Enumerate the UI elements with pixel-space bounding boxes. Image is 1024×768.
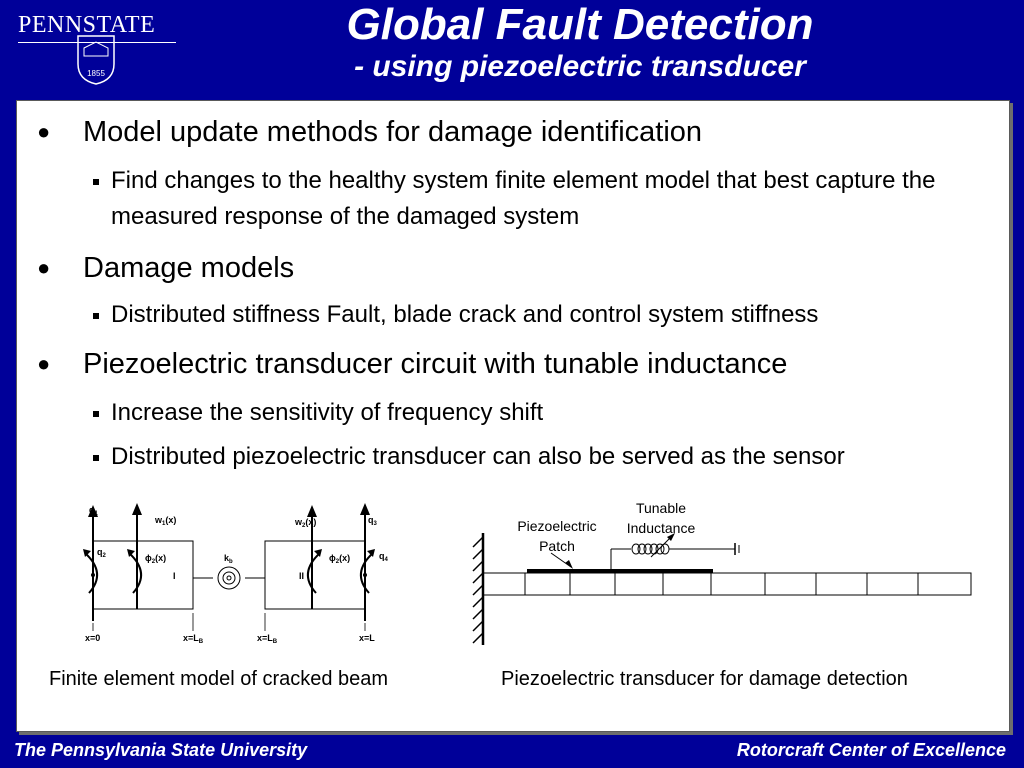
bullet-text: Damage models [83,252,295,284]
label-xl: x=L [359,633,375,643]
label-w2: w2(x) [294,517,316,529]
label-inductance: Inductance [627,520,696,536]
sub-bullet-1-1: Find changes to the healthy system finit… [93,163,983,235]
bullet-3: ● Piezoelectric transducer circuit with … [37,347,787,381]
caption-piezo: Piezoelectric transducer for damage dete… [501,668,908,690]
label-phi-right: ϕ2(x) [329,553,350,565]
sub-bullet-3-2: Distributed piezoelectric transducer can… [93,439,983,475]
sub-bullet-square [93,439,111,475]
page-title: Global Fault Detection [346,0,814,49]
bullet-text: Model update methods for damage identifi… [83,116,703,148]
beam [482,572,972,596]
label-q4: q4 [379,551,389,563]
element-1-box [92,540,194,610]
fe-model-diagram: q1 q2 w1(x) ϕ2(x) I kb II w2(x) ϕ2(x) q3… [83,503,389,645]
label-phi-left: ϕ2(x) [145,553,166,565]
bullet-dot: ● [37,119,51,144]
sub-bullet-3-1: Increase the sensitivity of frequency sh… [93,395,983,431]
bullet-1: ● Model update methods for damage identi… [37,115,702,149]
pennstate-logo: PENNSTATE 1855 [18,8,178,88]
caption-fe-model: Finite element model of cracked beam [49,668,389,690]
sub-bullet-text: Distributed piezoelectric transducer can… [111,443,845,470]
crack-spring-icon [217,566,241,590]
bullet-dot: ● [37,351,51,376]
footer-university: The Pennsylvania State University [14,740,308,760]
label-xlb-2: x=LB [257,633,278,645]
content-panel: ● Model update methods for damage identi… [16,100,1010,732]
label-q3: q3 [368,515,378,527]
piezo-patch [527,569,713,573]
bullet-text: Piezoelectric transducer circuit with tu… [83,348,788,380]
sub-bullet-2-1: Distributed stiffness Fault, blade crack… [93,297,983,333]
piezo-transducer-diagram: Piezoelectric Patch Tunable Inductance [472,500,972,645]
shield-icon: 1855 [77,35,115,85]
sub-bullet-square [93,395,111,431]
label-q2: q2 [97,547,107,559]
label-xlb-1: x=LB [183,633,204,645]
label-patch: Patch [539,538,575,554]
label-elem-1: I [173,571,176,581]
label-kb: kb [224,553,233,565]
label-x0: x=0 [85,633,100,643]
logo-text: PENNSTATE [18,12,156,38]
sub-bullet-text: Increase the sensitivity of frequency sh… [111,399,544,426]
sub-bullet-text: Distributed stiffness Fault, blade crack… [111,301,819,328]
page-subtitle: - using piezoelectric transducer [354,50,806,83]
sub-bullet-square [93,297,111,333]
inductor-icon [631,543,670,555]
sub-bullet-text: Find changes to the healthy system finit… [111,167,936,230]
label-q1: q1 [89,505,99,517]
label-piezo: Piezoelectric [517,518,596,534]
label-tunable: Tunable [636,500,686,516]
label-elem-2: II [299,571,304,581]
logo-year: 1855 [87,69,105,78]
footer-center: Rotorcraft Center of Excellence [736,740,1006,760]
bullet-2: ● Damage models [37,251,294,285]
sub-bullet-square [93,163,111,235]
label-w1: w1(x) [154,515,176,527]
bullet-dot: ● [37,255,51,280]
